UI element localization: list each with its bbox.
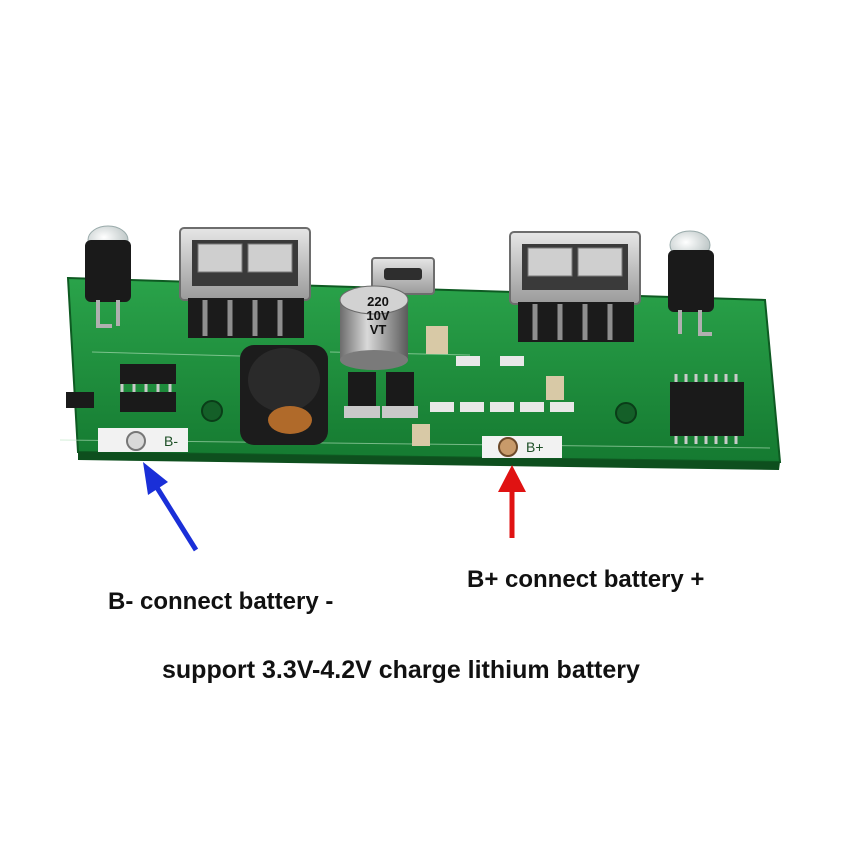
left-led: [85, 225, 131, 328]
caption-b-minus: B- connect battery -: [108, 588, 334, 615]
battery-minus-pad: B-: [98, 428, 188, 452]
capacitor-label-2: 10V: [366, 308, 389, 323]
caption-support: support 3.3V-4.2V charge lithium battery: [162, 656, 640, 684]
left-usb-port: [179, 227, 311, 338]
power-inductor: [240, 345, 328, 445]
pad-label-plus: B+: [526, 439, 544, 455]
red-arrow: [498, 465, 526, 538]
right-usb-port: [509, 231, 641, 342]
capacitor-label-1: 220: [367, 294, 389, 309]
caption-b-plus: B+ connect battery +: [467, 566, 705, 593]
resistor-array: [412, 326, 574, 446]
blue-arrow: [143, 462, 199, 552]
controller-ic: [670, 374, 744, 444]
right-led: [668, 230, 714, 336]
pad-label-minus: B-: [164, 433, 178, 449]
capacitor-label-3: VT: [370, 322, 387, 337]
electrolytic-capacitor: 220 10V VT: [339, 285, 409, 370]
smd-diodes: [344, 372, 418, 418]
left-ic-chips: [66, 364, 176, 412]
battery-plus-pad: B+: [482, 436, 562, 458]
